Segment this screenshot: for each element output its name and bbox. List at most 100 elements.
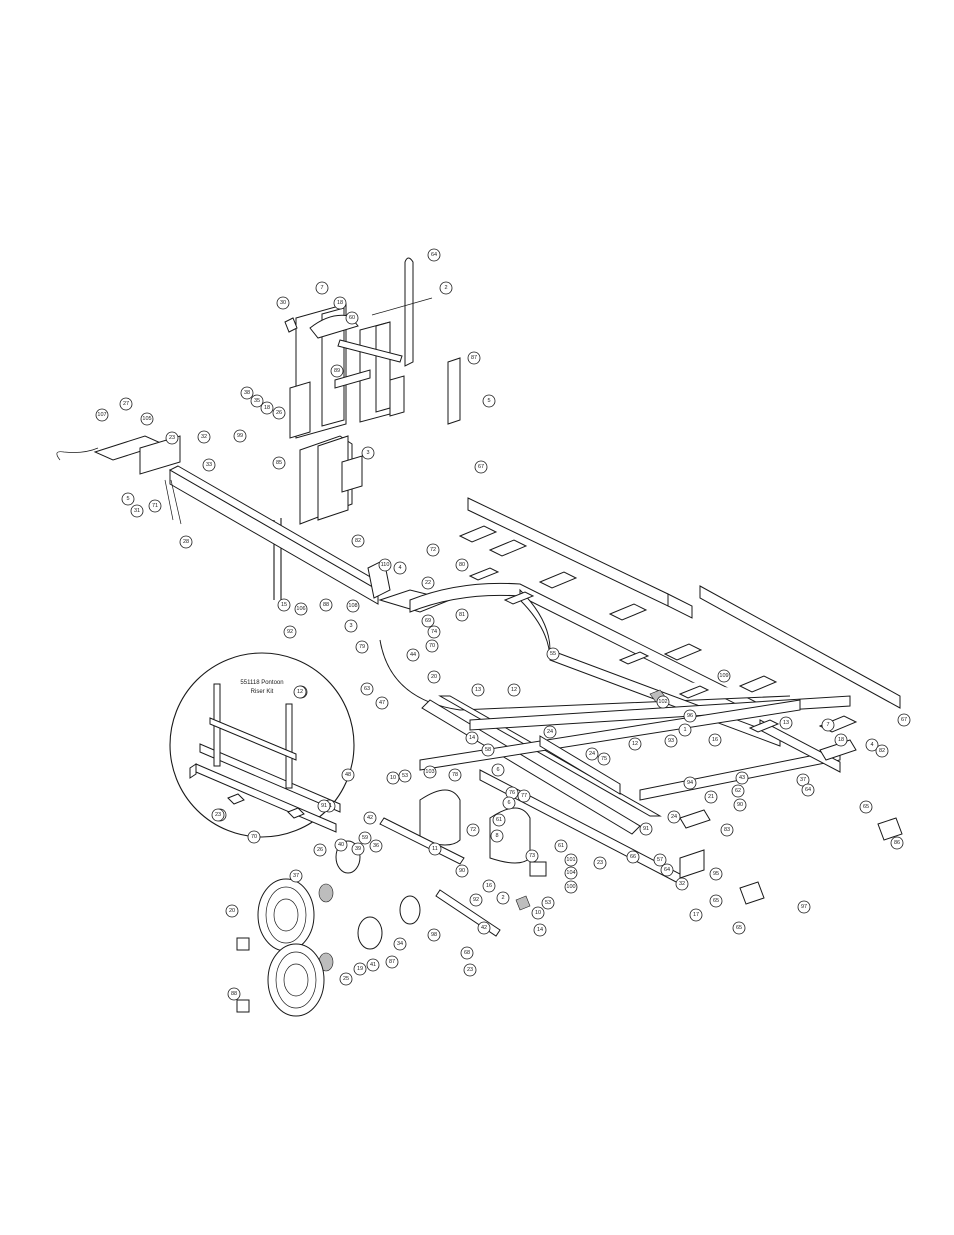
callout-label: 107 — [97, 412, 106, 418]
callout-92: 92 — [283, 625, 297, 639]
callout-12: 12 — [507, 683, 521, 697]
callout-1: 1 — [678, 723, 692, 737]
callout-circle — [689, 908, 703, 922]
callout-circle — [639, 822, 653, 836]
callout-7: 7 — [315, 281, 329, 295]
callout-circle — [428, 842, 442, 856]
callout-circle — [482, 394, 496, 408]
callout-22: 22 — [421, 576, 435, 590]
callout-label: 75 — [601, 756, 607, 762]
callout-circle — [351, 842, 365, 856]
callout-32: 32 — [197, 430, 211, 444]
callout-13: 13 — [779, 716, 793, 730]
callout-20: 20 — [427, 670, 441, 684]
callout-57: 57 — [653, 853, 667, 867]
callout-label: 5 — [487, 398, 490, 404]
callout-circle — [735, 771, 749, 785]
callout-label: 16 — [486, 883, 492, 889]
callout-circle — [626, 850, 640, 864]
callout-70: 70 — [247, 830, 261, 844]
callout-2: 2 — [496, 891, 510, 905]
callout-label: 59 — [362, 835, 368, 841]
callout-label: 38 — [244, 390, 250, 396]
callout-circle — [796, 773, 810, 787]
callout-circle — [375, 696, 389, 710]
callout-3: 3 — [361, 446, 375, 460]
callout-circle — [801, 783, 815, 797]
callout-circle — [469, 893, 483, 907]
callout-71: 71 — [148, 499, 162, 513]
callout-label: 27 — [123, 401, 129, 407]
callout-24: 24 — [543, 725, 557, 739]
callout-86: 86 — [890, 836, 904, 850]
callout-68: 68 — [460, 946, 474, 960]
callout-circle — [315, 281, 329, 295]
callout-label: 12 — [297, 689, 303, 695]
callout-label: 85 — [276, 460, 282, 466]
callout-label: 61 — [496, 817, 502, 823]
callout-label: 76 — [509, 790, 515, 796]
callout-circle — [628, 737, 642, 751]
callout-105: 105 — [140, 412, 154, 426]
callout-label: 94 — [687, 780, 693, 786]
callout-label: 42 — [367, 815, 373, 821]
callout-label: 89 — [334, 368, 340, 374]
callout-91: 91 — [317, 799, 331, 813]
callout-label: 18 — [337, 300, 343, 306]
callout-circle — [272, 456, 286, 470]
callout-88: 88 — [227, 987, 241, 1001]
wheels — [236, 878, 325, 1017]
callout-circle — [660, 863, 674, 877]
callout-63: 63 — [360, 682, 374, 696]
callout-99: 99 — [233, 429, 247, 443]
callout-label: 28 — [183, 539, 189, 545]
callout-label: 70 — [429, 643, 435, 649]
callout-circle — [289, 869, 303, 883]
callout-label: 10 — [535, 910, 541, 916]
callout-circle — [653, 853, 667, 867]
callout-label: 88 — [231, 991, 237, 997]
callout-circle — [597, 752, 611, 766]
callout-label: 65 — [713, 898, 719, 904]
callout-label: 6 — [507, 800, 510, 806]
callout-41: 41 — [366, 958, 380, 972]
callout-81: 81 — [455, 608, 469, 622]
callout-108: 108 — [346, 599, 360, 613]
callout-circle — [294, 602, 308, 616]
callout-circle — [821, 718, 835, 732]
callout-label: 110 — [381, 562, 390, 568]
callout-circle — [704, 790, 718, 804]
callout-18: 18 — [260, 401, 274, 415]
callout-61: 61 — [492, 813, 506, 827]
callout-circle — [709, 867, 723, 881]
callout-circle — [165, 431, 179, 445]
callout-label: 70 — [251, 834, 257, 840]
callout-label: 40 — [338, 842, 344, 848]
callout-109: 109 — [717, 669, 731, 683]
callout-circle — [247, 830, 261, 844]
callout-26: 26 — [313, 843, 327, 857]
callout-circle — [531, 906, 545, 920]
callout-label: 22 — [425, 580, 431, 586]
callout-label: 43 — [739, 775, 745, 781]
callout-label: 92 — [287, 629, 293, 635]
callout-label: 73 — [529, 853, 535, 859]
callout-label: 61 — [558, 843, 564, 849]
callout-92: 92 — [469, 893, 483, 907]
callout-78: 78 — [448, 768, 462, 782]
callout-94: 94 — [683, 776, 697, 790]
callout-79: 79 — [355, 640, 369, 654]
callout-label: 105 — [142, 416, 151, 422]
callout-circle — [731, 784, 745, 798]
callout-label: 18 — [838, 737, 844, 743]
callout-37: 37 — [289, 869, 303, 883]
callout-label: 64 — [805, 787, 811, 793]
callout-label: 63 — [364, 686, 370, 692]
callout-label: 57 — [657, 857, 663, 863]
callout-circle — [525, 849, 539, 863]
callout-24: 24 — [667, 810, 681, 824]
callout-circle — [720, 823, 734, 837]
callout-label: 91 — [321, 803, 327, 809]
callout-label: 66 — [630, 854, 636, 860]
callout-label: 60 — [349, 315, 355, 321]
